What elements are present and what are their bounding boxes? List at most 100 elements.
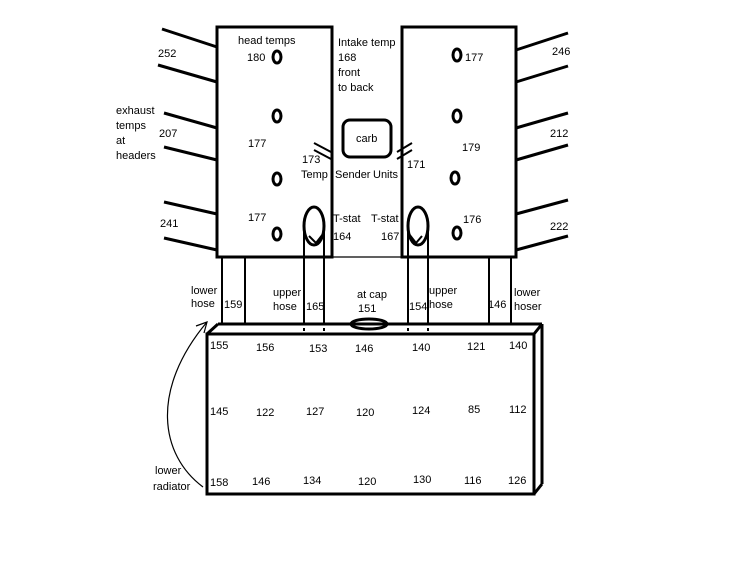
- left-sender-value: 173: [302, 154, 320, 166]
- radiator-temp: 121: [467, 341, 485, 353]
- left-lower-hose-label-1: lower: [191, 285, 218, 297]
- radiator-temp: 145: [210, 406, 228, 418]
- left-sender-mark: [313, 149, 332, 160]
- sender-label-sender: Sender: [335, 169, 371, 181]
- right-tstat-value: 167: [381, 231, 399, 243]
- right-exhaust-pipe: [515, 111, 569, 130]
- lower-radiator-arrow: [166, 321, 208, 488]
- radiator-temp: 120: [356, 407, 374, 419]
- intake-label-line-3: front: [338, 67, 360, 79]
- exhaust-left-2: 207: [159, 128, 177, 140]
- right-exhaust-pipe: [515, 31, 569, 52]
- radiator-temp: 127: [306, 406, 324, 418]
- radiator-body: [205, 332, 536, 496]
- radiator-depth-edge: [532, 483, 544, 495]
- carb-label: carb: [356, 133, 377, 145]
- sender-label-units: Units: [373, 169, 399, 181]
- right-tstat-label: T-stat: [371, 213, 399, 225]
- left-head-port: [271, 49, 283, 65]
- right-head-temp-3: 176: [463, 214, 481, 226]
- left-upper-hose-label-1: upper: [273, 287, 301, 299]
- radiator-temp: 85: [468, 404, 480, 416]
- left-lower-hose-value: 159: [224, 299, 242, 311]
- exhaust-label-line-1: exhaust: [116, 105, 155, 117]
- left-upper-hose-label-2: hose: [273, 301, 297, 313]
- exhaust-right-3: 222: [550, 221, 568, 233]
- right-thermostat-arrow-icon: [408, 233, 423, 245]
- cap-label: at cap: [357, 289, 387, 301]
- left-exhaust-pipe: [161, 27, 218, 49]
- radiator-temp: 140: [412, 342, 430, 354]
- right-upper-hose-label-2: hose: [429, 299, 453, 311]
- right-sender-mark: [396, 142, 413, 153]
- right-sender-value: 171: [407, 159, 425, 171]
- radiator-temp: 146: [355, 343, 373, 355]
- right-exhaust-pipe: [515, 198, 569, 216]
- left-exhaust-pipe: [163, 236, 218, 252]
- left-head-port: [271, 171, 283, 187]
- right-head-port: [451, 108, 463, 124]
- exhaust-right-2: 212: [550, 128, 568, 140]
- left-cylinder-head: [215, 25, 334, 259]
- intake-label-line-1: Intake temp: [338, 37, 395, 49]
- exhaust-right-1: 246: [552, 46, 570, 58]
- radiator-temp: 126: [508, 475, 526, 487]
- radiator-temp: 156: [256, 342, 274, 354]
- left-exhaust-pipe: [157, 63, 218, 84]
- right-head-port: [451, 225, 463, 241]
- left-tstat-value: 164: [333, 231, 351, 243]
- radiator-temp: 140: [509, 340, 527, 352]
- left-thermostat: [302, 205, 326, 247]
- right-lower-hose-label-2: hoser: [514, 301, 542, 313]
- right-exhaust-pipe: [515, 143, 569, 162]
- right-exhaust-pipe: [515, 64, 569, 84]
- radiator-depth-edge: [205, 322, 220, 336]
- left-head-port: [271, 108, 283, 124]
- left-tstat-label: T-stat: [333, 213, 361, 225]
- right-upper-hose-label-1: upper: [429, 285, 457, 297]
- left-exhaust-pipe: [163, 200, 218, 216]
- left-head-label: head temps: [238, 35, 296, 47]
- radiator-temp: 146: [252, 476, 270, 488]
- left-thermostat-arrow-icon: [308, 233, 324, 245]
- radiator-temp: 155: [210, 340, 228, 352]
- left-sender-mark: [313, 142, 332, 153]
- left-exhaust-pipe: [163, 111, 218, 130]
- lower-radiator-label-2: radiator: [153, 481, 191, 493]
- intake-label-line-4: to back: [338, 82, 374, 94]
- left-head-temp-3: 177: [248, 212, 266, 224]
- right-sender-mark: [396, 149, 413, 160]
- left-lower-hose-label-2: hose: [191, 298, 215, 310]
- right-head-temp-1: 177: [465, 52, 483, 64]
- left-exhaust-pipe: [163, 145, 218, 162]
- radiator-temp: 122: [256, 407, 274, 419]
- radiator-temp: 124: [412, 405, 430, 417]
- exhaust-left-1: 252: [158, 48, 176, 60]
- radiator-temp: 158: [210, 477, 228, 489]
- radiator-temp: 130: [413, 474, 431, 486]
- exhaust-label-line-4: headers: [116, 150, 156, 162]
- right-head-temp-2: 179: [462, 142, 480, 154]
- sender-label-temp: Temp: [301, 169, 328, 181]
- radiator-temp: 153: [309, 343, 327, 355]
- cap-value: 151: [358, 303, 376, 315]
- radiator-temp: 134: [303, 475, 321, 487]
- right-upper-hose-value: 154: [409, 301, 427, 313]
- right-cylinder-head: [400, 25, 518, 259]
- exhaust-left-3: 241: [160, 218, 178, 230]
- left-upper-hose-value: 165: [306, 301, 324, 313]
- left-head-port: [271, 226, 283, 242]
- radiator-temp: 112: [509, 404, 527, 416]
- lower-radiator-arrow-head-icon: [195, 321, 208, 334]
- right-lower-hose-value: 146: [488, 299, 506, 311]
- exhaust-label-line-2: temps: [116, 120, 146, 132]
- radiator-temp: 120: [358, 476, 376, 488]
- intake-label-line-2: 168: [338, 52, 356, 64]
- radiator-temp: 116: [464, 475, 482, 487]
- right-lower-hose-label-1: lower: [514, 287, 541, 299]
- carburetor: [341, 118, 393, 159]
- right-exhaust-pipe: [515, 234, 569, 252]
- lower-radiator-label-1: lower: [155, 465, 182, 477]
- left-head-temp-2: 177: [248, 138, 266, 150]
